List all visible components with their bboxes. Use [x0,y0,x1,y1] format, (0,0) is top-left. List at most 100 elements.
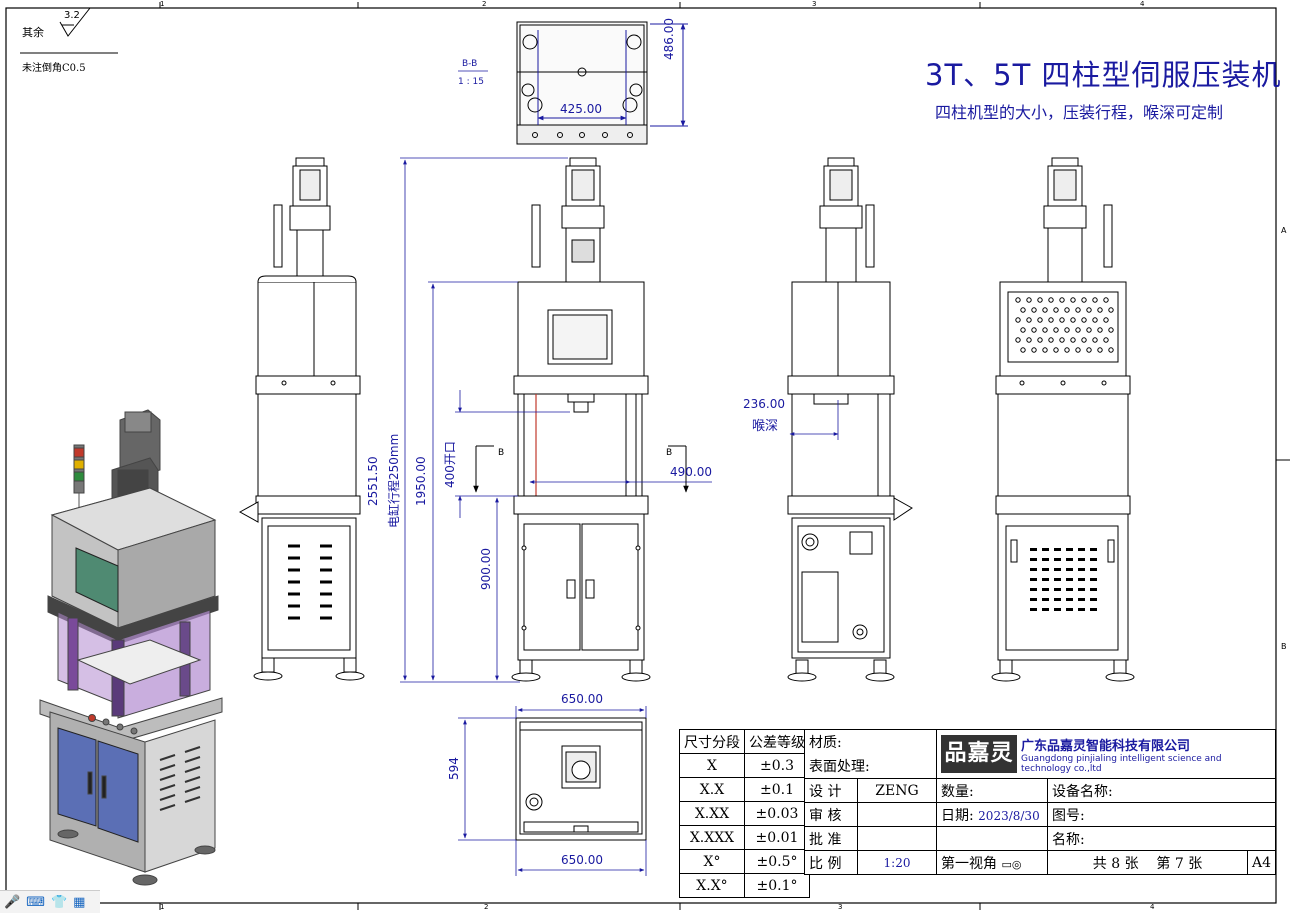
vent-slot [1090,608,1097,611]
vent-hole [1092,317,1098,323]
apps-icon[interactable]: ▦ [73,894,86,910]
vent-hole [1026,317,1032,323]
vent-slot [1030,588,1037,591]
vent-hole [1103,317,1109,323]
vent-slot [1090,598,1097,601]
vent-hole [1048,337,1054,343]
tol-grade: ±0.01 [744,825,810,850]
vent-hole [1075,307,1081,313]
vent-hole [1081,317,1087,323]
dim-opening: 400开口 [443,441,457,488]
dimension-lines [400,157,839,876]
dim-table-height: 900.00 [479,548,493,590]
vent-hole [1015,337,1021,343]
vent-slot [1030,578,1037,581]
tol-header-grade: 公差等级 [744,729,810,754]
vent-slot [1090,578,1097,581]
vent-hole [1048,297,1054,303]
section-marker-right: B [666,448,673,458]
dim-frame-height: 1950.00 [414,456,428,506]
vent-slot [1054,568,1061,571]
vent-hole [1037,337,1043,343]
equipment-label: 设备名称: [1047,778,1276,803]
tol-grade: ±0.03 [744,801,810,826]
dim-base-depth: 594 [447,757,461,780]
vent-hole [1097,327,1103,333]
review-label: 审 核 [804,802,858,827]
company-name-en-1: Guangdong pinjialing intelligent science… [1021,753,1222,764]
company-name-en-2: technology co.,ltd [1021,763,1102,774]
roughness-value: 3.2 [64,10,80,21]
tol-grade: ±0.3 [744,753,810,778]
tol-range: X.XX [679,801,745,826]
chamfer-note: 未注倒角C0.5 [22,63,86,74]
vent-hole [1075,327,1081,333]
section-bb-dimensions [458,23,688,127]
vent-slot [1078,598,1085,601]
designer-name: ZENG [857,778,937,803]
vent-hole [1053,307,1059,313]
paper-size: A4 [1246,850,1277,875]
drawing-title: 3T、5T 四柱型伺服压装机 [925,58,1282,92]
vent-slot [1042,548,1049,551]
vent-slot [1042,578,1049,581]
vent-slot [1042,568,1049,571]
vent-hole [1097,307,1103,313]
vent-slot [1054,558,1061,561]
zone-number-3-top: 3 [812,0,817,8]
vent-slot [1054,598,1061,601]
dim-overall-height: 2551.50 [366,456,380,506]
dim-top-width: 425.00 [560,102,602,116]
base-plan-view [515,717,647,841]
rear-view [991,157,1135,682]
vent-slot [1078,558,1085,561]
vent-hole [1070,337,1076,343]
zone-number-3-bottom: 3 [838,903,843,911]
vent-slot [1066,588,1073,591]
vent-hole [1092,337,1098,343]
vent-slot [1042,588,1049,591]
vent-hole [1070,297,1076,303]
vent-slot [1042,598,1049,601]
reviewer-cell [857,802,937,827]
section-marker-left: B [498,448,505,458]
zone-letter-a: A [1281,226,1287,235]
design-label: 设 计 [804,778,858,803]
rear-vent-slots [1030,548,1097,611]
vent-slot [1030,558,1037,561]
vent-slot [1030,598,1037,601]
shirt-icon[interactable]: 👕 [50,894,68,910]
vent-hole [1070,317,1076,323]
vent-hole [1108,307,1114,313]
section-scale: 1 : 15 [458,77,484,87]
surface-label: 表面处理: [804,754,937,779]
vent-slot [1054,548,1061,551]
keyboard-icon[interactable]: ⌨ [26,894,45,910]
scale-label: 比 例 [804,850,858,875]
material-label: 材质: [804,729,937,754]
vent-hole [1048,317,1054,323]
vent-hole [1064,327,1070,333]
vent-hole [1042,327,1048,333]
vent-hole [1108,347,1114,353]
section-name: B-B [462,59,478,69]
vent-slot [1054,588,1061,591]
quantity-label: 数量: [936,778,1048,803]
date-cell: 日期: 2023/8/30 [936,802,1048,827]
vent-hole [1031,307,1037,313]
microphone-icon[interactable]: 🎤 [4,894,21,910]
vent-slot [1078,548,1085,551]
tol-range: X.X [679,777,745,802]
vent-hole [1026,337,1032,343]
sheet-border [5,2,1290,910]
vent-hole [1053,327,1059,333]
date-value: 2023/8/30 [978,808,1040,823]
vent-hole [1037,297,1043,303]
dim-stroke: 电缸行程250mm [387,433,401,528]
vent-hole [1092,297,1098,303]
tol-header-range: 尺寸分段 [679,729,745,754]
tol-grade: ±0.5° [744,849,810,874]
vent-slot [1030,568,1037,571]
